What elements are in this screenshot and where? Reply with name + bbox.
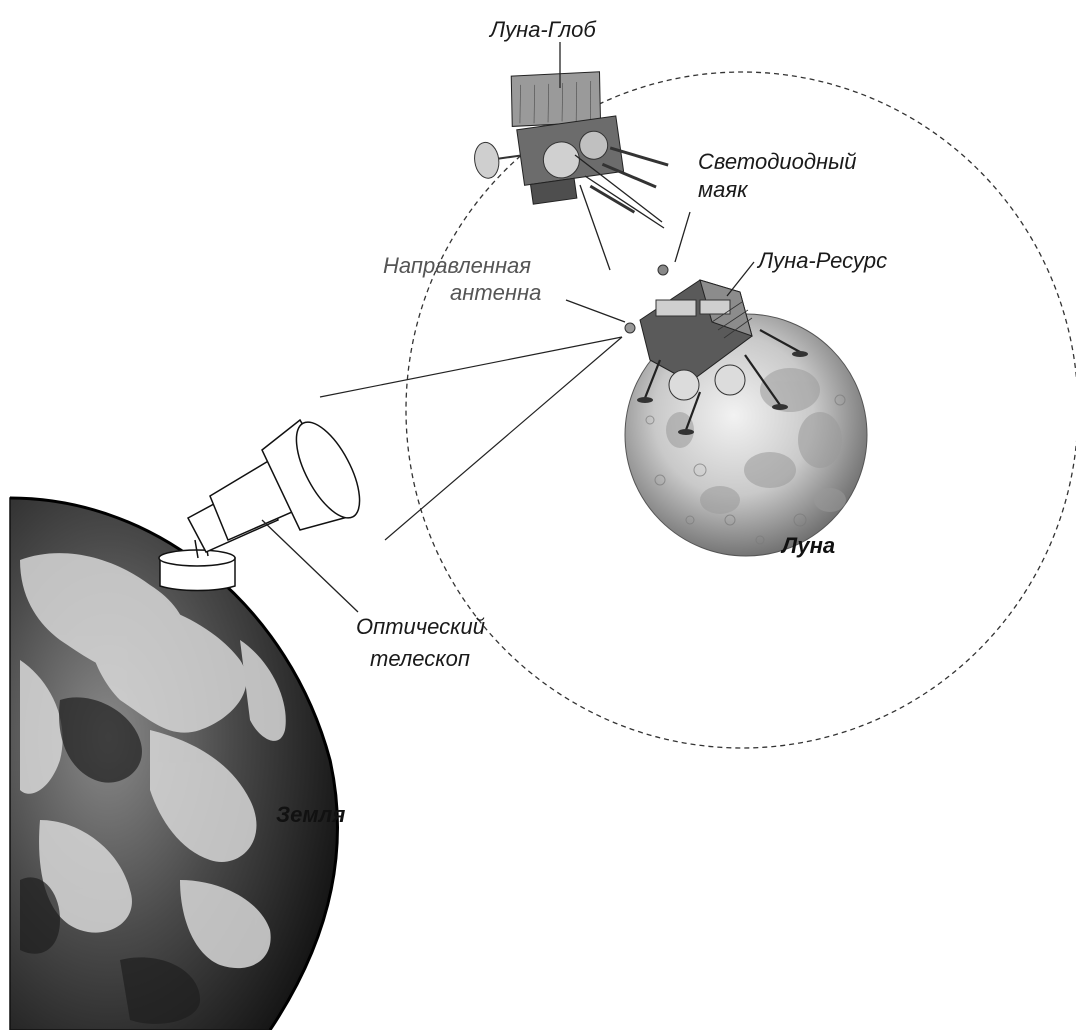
beam-lower bbox=[385, 337, 622, 540]
label-moon: Луна bbox=[780, 533, 835, 558]
directional-antenna-icon bbox=[625, 323, 635, 333]
label-luna-glob: Луна-Глоб bbox=[488, 17, 597, 42]
label-led-beacon-line1: Светодиодный bbox=[698, 149, 857, 174]
leader-directional-antenna bbox=[566, 300, 625, 322]
label-optical-telescope-line1: Оптический bbox=[356, 614, 485, 639]
leader-optical-telescope bbox=[262, 520, 358, 612]
leader-led-beacon bbox=[675, 212, 690, 262]
label-directional-antenna-line2: антенна bbox=[450, 280, 541, 305]
label-earth: Земля bbox=[276, 802, 345, 827]
label-led-beacon-line2: маяк bbox=[698, 177, 749, 202]
leader-luna-glob-antenna bbox=[580, 185, 610, 270]
led-beacon-icon bbox=[658, 265, 668, 275]
label-optical-telescope-line2: телескоп bbox=[370, 646, 470, 671]
label-luna-resurs: Луна-Ресурс bbox=[756, 248, 887, 273]
optical-telescope bbox=[159, 413, 372, 591]
beam-upper bbox=[320, 337, 622, 397]
label-directional-antenna-line1: Направленная bbox=[383, 253, 531, 278]
leader-luna-resurs bbox=[727, 262, 754, 296]
